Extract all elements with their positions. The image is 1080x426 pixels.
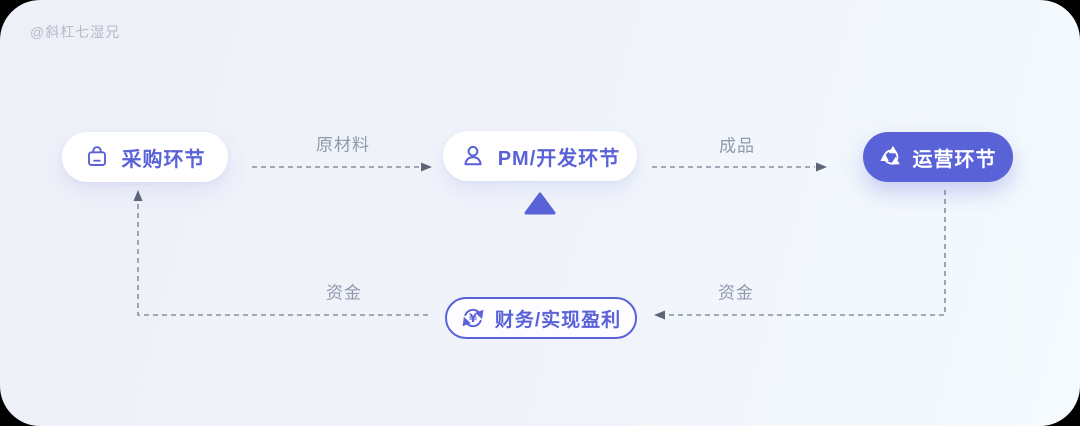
edge-procurement-to-development-arrowhead [421, 162, 432, 172]
node-procurement: 采购环节 [62, 132, 228, 182]
edge-finance-to-procurement-arrowhead [133, 190, 143, 201]
yuan-cycle-icon: ¥ [461, 306, 485, 330]
node-finance: ¥ 财务/实现盈利 [445, 297, 637, 339]
node-development: PM/开发环节 [443, 131, 637, 181]
edge-operations-to-finance-arrowhead [654, 310, 665, 320]
node-label: 采购环节 [121, 148, 206, 171]
edge-development-to-operations-arrowhead [816, 162, 827, 172]
edge-label-funds-left: 资金 [326, 283, 362, 303]
edge-label-raw-materials: 原材料 [316, 135, 370, 155]
bag-icon [85, 145, 109, 169]
svg-text:¥: ¥ [469, 311, 477, 325]
cycle-icon [879, 146, 902, 168]
node-label: 财务/实现盈利 [494, 309, 622, 331]
node-label: 运营环节 [912, 148, 997, 171]
edge-label-finished-goods: 成品 [719, 136, 755, 156]
edge-label-funds-right: 资金 [718, 283, 754, 303]
node-label: PM/开发环节 [497, 147, 621, 170]
edge-operations-to-finance-line [666, 190, 946, 316]
edge-finance-to-procurement-line [137, 202, 428, 316]
node-operations: 运营环节 [863, 132, 1013, 182]
user-icon [460, 143, 486, 169]
triangle-pointer [524, 192, 556, 215]
watermark: @斜杠七湿兄 [30, 24, 121, 40]
